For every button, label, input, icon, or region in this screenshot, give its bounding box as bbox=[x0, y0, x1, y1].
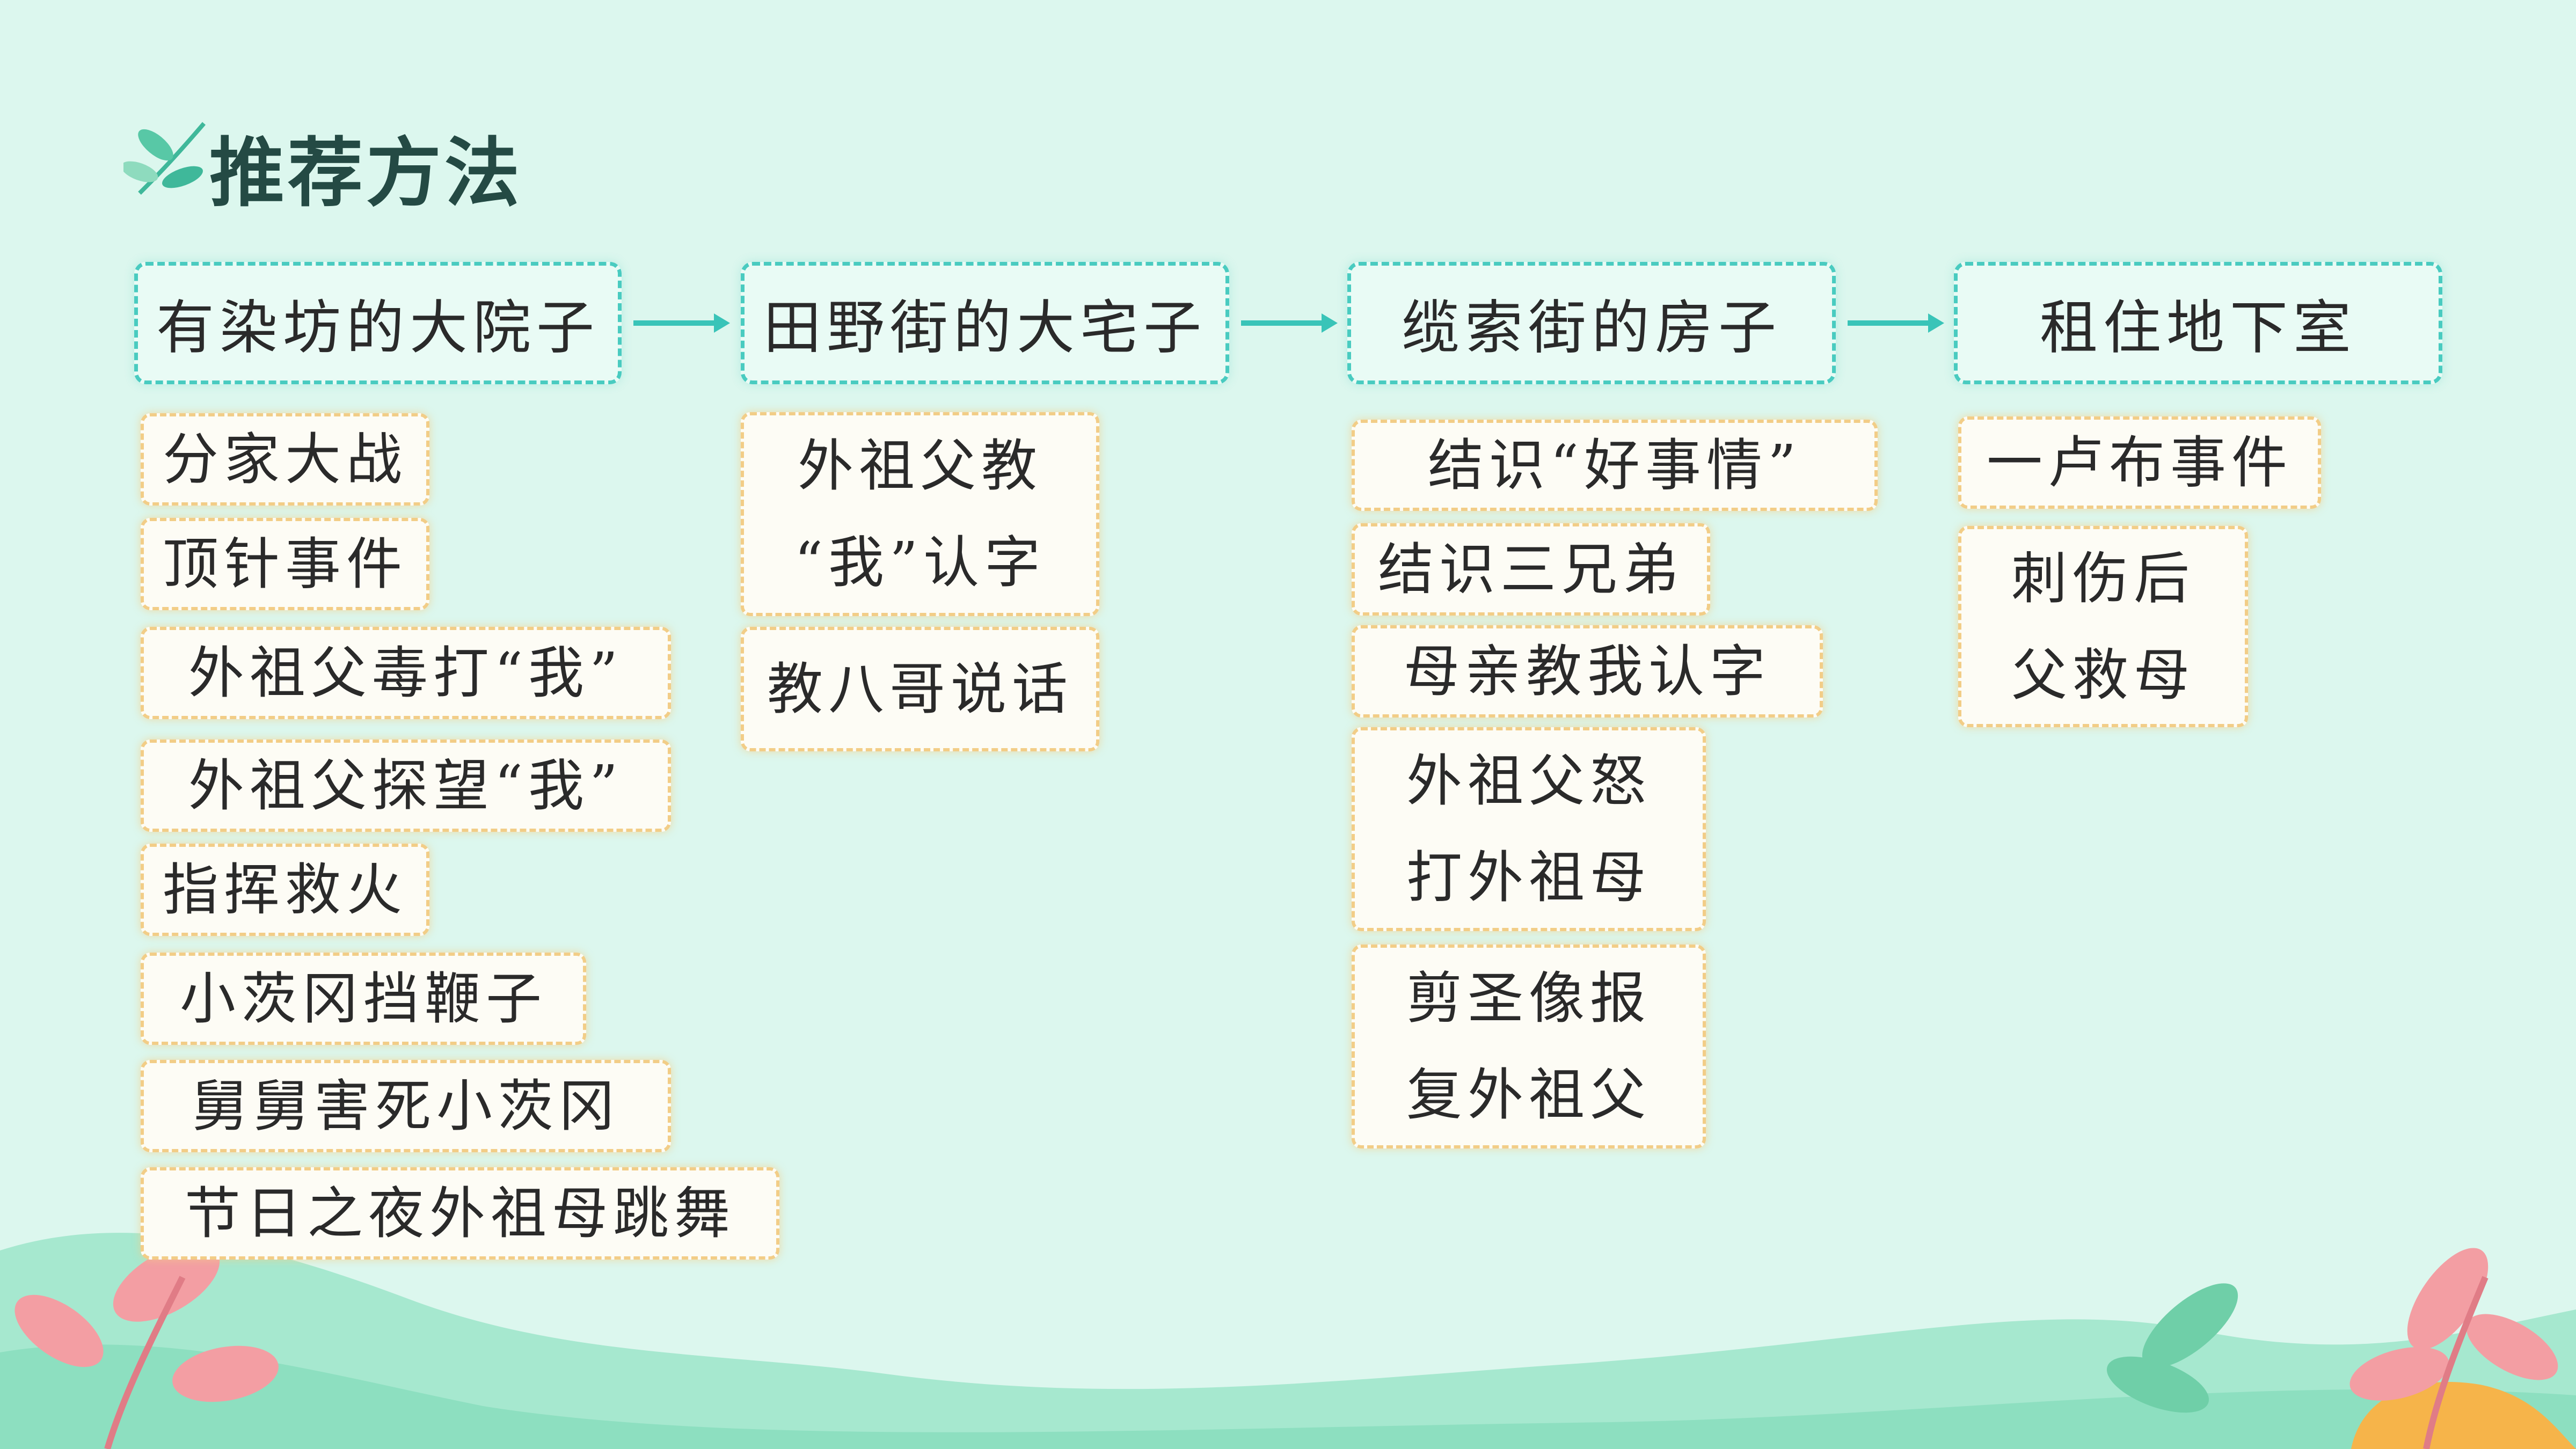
stage-header-3: 缆索街的房子 bbox=[1347, 262, 1836, 384]
event-text: 复外祖父 bbox=[1406, 1062, 1651, 1128]
event-box: 结识“好事情” bbox=[1352, 420, 1878, 511]
event-box: 舅舅害死小茨冈 bbox=[141, 1060, 671, 1152]
event-text: 剪圣像报 bbox=[1406, 965, 1651, 1031]
event-box: 一卢布事件 bbox=[1958, 416, 2321, 509]
event-text: 结识三兄弟 bbox=[1377, 537, 1684, 602]
event-box: 顶针事件 bbox=[141, 518, 429, 610]
event-text: 指挥救火 bbox=[162, 857, 407, 923]
event-text: 小茨冈挡鞭子 bbox=[179, 966, 547, 1031]
event-text: 外祖父毒打“我” bbox=[188, 640, 624, 706]
event-text: 外祖父教 bbox=[797, 433, 1042, 499]
event-text: 节日之夜外祖母跳舞 bbox=[184, 1181, 735, 1246]
event-text: 刺伤后 bbox=[2011, 545, 2195, 611]
title-text: 推荐方法 bbox=[209, 130, 523, 217]
event-text: 结识“好事情” bbox=[1427, 433, 1802, 498]
event-box: 结识三兄弟 bbox=[1352, 523, 1710, 616]
stage-header-1: 有染坊的大院子 bbox=[134, 262, 622, 384]
green-hill bbox=[0, 1233, 2576, 1449]
event-text: 父救母 bbox=[2011, 642, 2195, 708]
leaf-icon bbox=[123, 122, 206, 195]
event-box: 外祖父教 “我”认字 bbox=[741, 412, 1099, 616]
green-leaves-right bbox=[2106, 1283, 2238, 1413]
branch-left bbox=[104, 1276, 186, 1449]
event-text: 母亲教我认字 bbox=[1403, 639, 1771, 704]
event-text: 舅舅害死小茨冈 bbox=[191, 1073, 620, 1139]
branch-right bbox=[2423, 1276, 2489, 1449]
event-text: “我”认字 bbox=[794, 530, 1046, 595]
pink-leaves-left bbox=[14, 1243, 279, 1402]
arrow-right-icon bbox=[1241, 313, 1338, 333]
arrow-right-icon bbox=[633, 313, 730, 333]
event-box: 外祖父探望“我” bbox=[141, 740, 671, 832]
event-box: 外祖父毒打“我” bbox=[141, 627, 671, 719]
event-text: 顶针事件 bbox=[162, 531, 407, 597]
event-box: 母亲教我认字 bbox=[1352, 625, 1823, 718]
event-box: 刺伤后 父救母 bbox=[1958, 526, 2248, 727]
event-box: 外祖父怒 打外祖母 bbox=[1352, 727, 1706, 931]
event-box: 教八哥说话 bbox=[741, 627, 1099, 751]
stage-header-2: 田野街的大宅子 bbox=[741, 262, 1229, 384]
orange-blob bbox=[2351, 1382, 2576, 1449]
event-box: 小茨冈挡鞭子 bbox=[141, 953, 586, 1045]
event-box: 节日之夜外祖母跳舞 bbox=[141, 1167, 779, 1260]
event-box: 剪圣像报 复外祖父 bbox=[1352, 945, 1706, 1148]
event-text: 教八哥说话 bbox=[767, 656, 1073, 722]
event-text: 一卢布事件 bbox=[1986, 430, 2293, 495]
green-hill-front bbox=[0, 1344, 2576, 1449]
event-text: 打外祖母 bbox=[1406, 845, 1651, 910]
event-text: 外祖父探望“我” bbox=[188, 753, 624, 818]
event-text: 外祖父怒 bbox=[1406, 748, 1651, 814]
event-box: 指挥救火 bbox=[141, 844, 429, 936]
arrow-right-icon bbox=[1848, 313, 1944, 333]
event-box: 分家大战 bbox=[141, 413, 429, 506]
stage-header-4: 租住地下室 bbox=[1954, 262, 2442, 384]
pink-leaves-right bbox=[2349, 1248, 2558, 1401]
event-text: 分家大战 bbox=[162, 427, 407, 492]
